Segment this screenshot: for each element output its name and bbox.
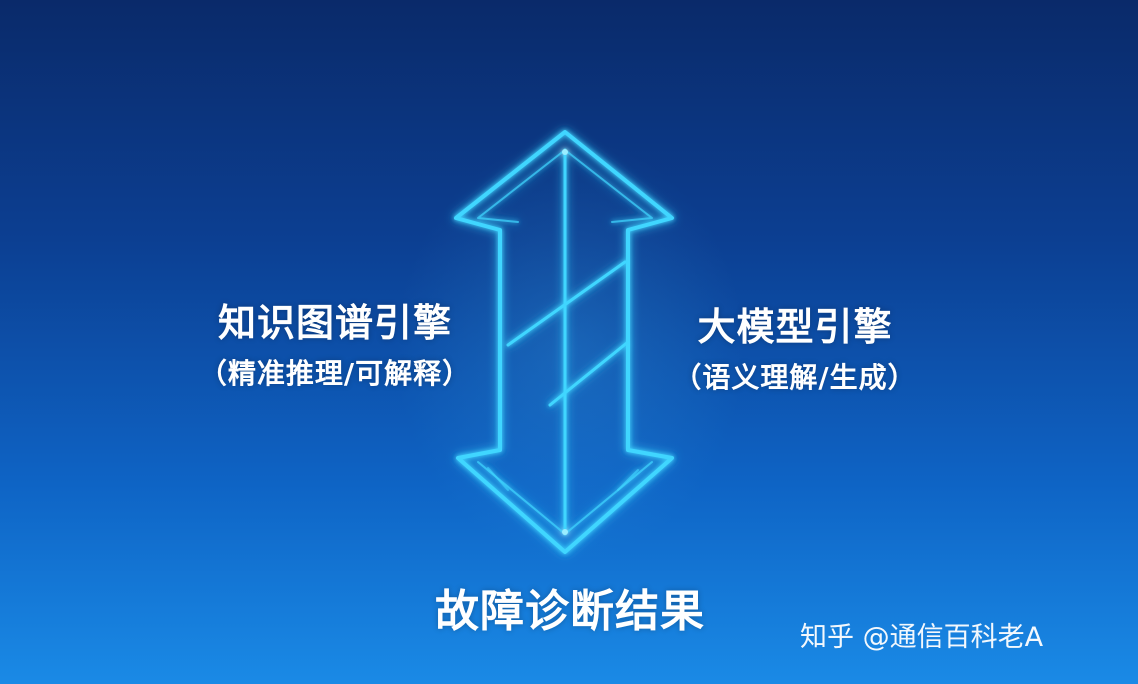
arrow-node-bottom: [562, 529, 568, 535]
fault-diagnosis-result: 故障诊断结果: [435, 586, 705, 637]
arrow-outline: [454, 130, 674, 554]
arrow-node-top: [562, 149, 568, 155]
large-model-engine-subtitle: （语义理解/生成）: [673, 361, 917, 394]
knowledge-graph-engine-subtitle: （精准推理/可解释）: [198, 357, 472, 390]
knowledge-graph-engine-title: 知识图谱引擎: [217, 301, 452, 345]
watermark: 知乎 @通信百科老A: [800, 622, 1044, 653]
arrow-head-slash-right: [617, 469, 639, 491]
arrow-head-slash-left: [487, 467, 509, 491]
arrow-brace-lower: [548, 340, 630, 407]
large-model-engine-title: 大模型引擎: [697, 305, 893, 349]
arrow-brace-upper: [506, 260, 627, 347]
arrow-inner-outline: [477, 149, 653, 223]
